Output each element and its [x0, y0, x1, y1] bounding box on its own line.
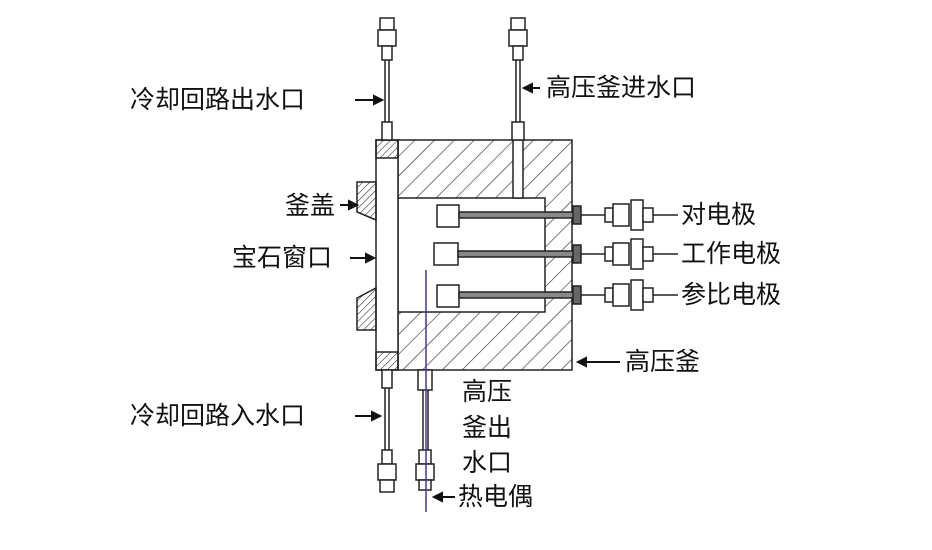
label-working-electrode: 工作电极	[681, 239, 782, 268]
label-cooling-inlet: 冷却回路入水口	[130, 401, 306, 430]
electrode-reference	[436, 279, 654, 311]
label-counter-electrode: 对电极	[681, 200, 757, 229]
lid-top	[356, 181, 377, 222]
label-autoclave-outlet-1: 高压	[462, 377, 513, 406]
electrode-counter	[436, 199, 654, 231]
label-autoclave: 高压釜	[625, 347, 701, 376]
window-column	[375, 139, 399, 371]
electrode-working	[433, 238, 654, 270]
label-cooling-outlet: 冷却回路出水口	[130, 85, 306, 114]
label-sapphire-window: 宝石窗口	[232, 243, 333, 272]
label-lid: 釜盖	[285, 191, 336, 220]
label-reference-electrode: 参比电极	[681, 280, 782, 309]
label-autoclave-inlet: 高压釜进水口	[546, 73, 697, 102]
label-thermocouple: 热电偶	[458, 482, 534, 511]
label-autoclave-outlet-2: 釜出	[462, 413, 513, 442]
lid-bottom	[356, 286, 377, 331]
label-autoclave-outlet-3: 水口	[462, 448, 513, 477]
